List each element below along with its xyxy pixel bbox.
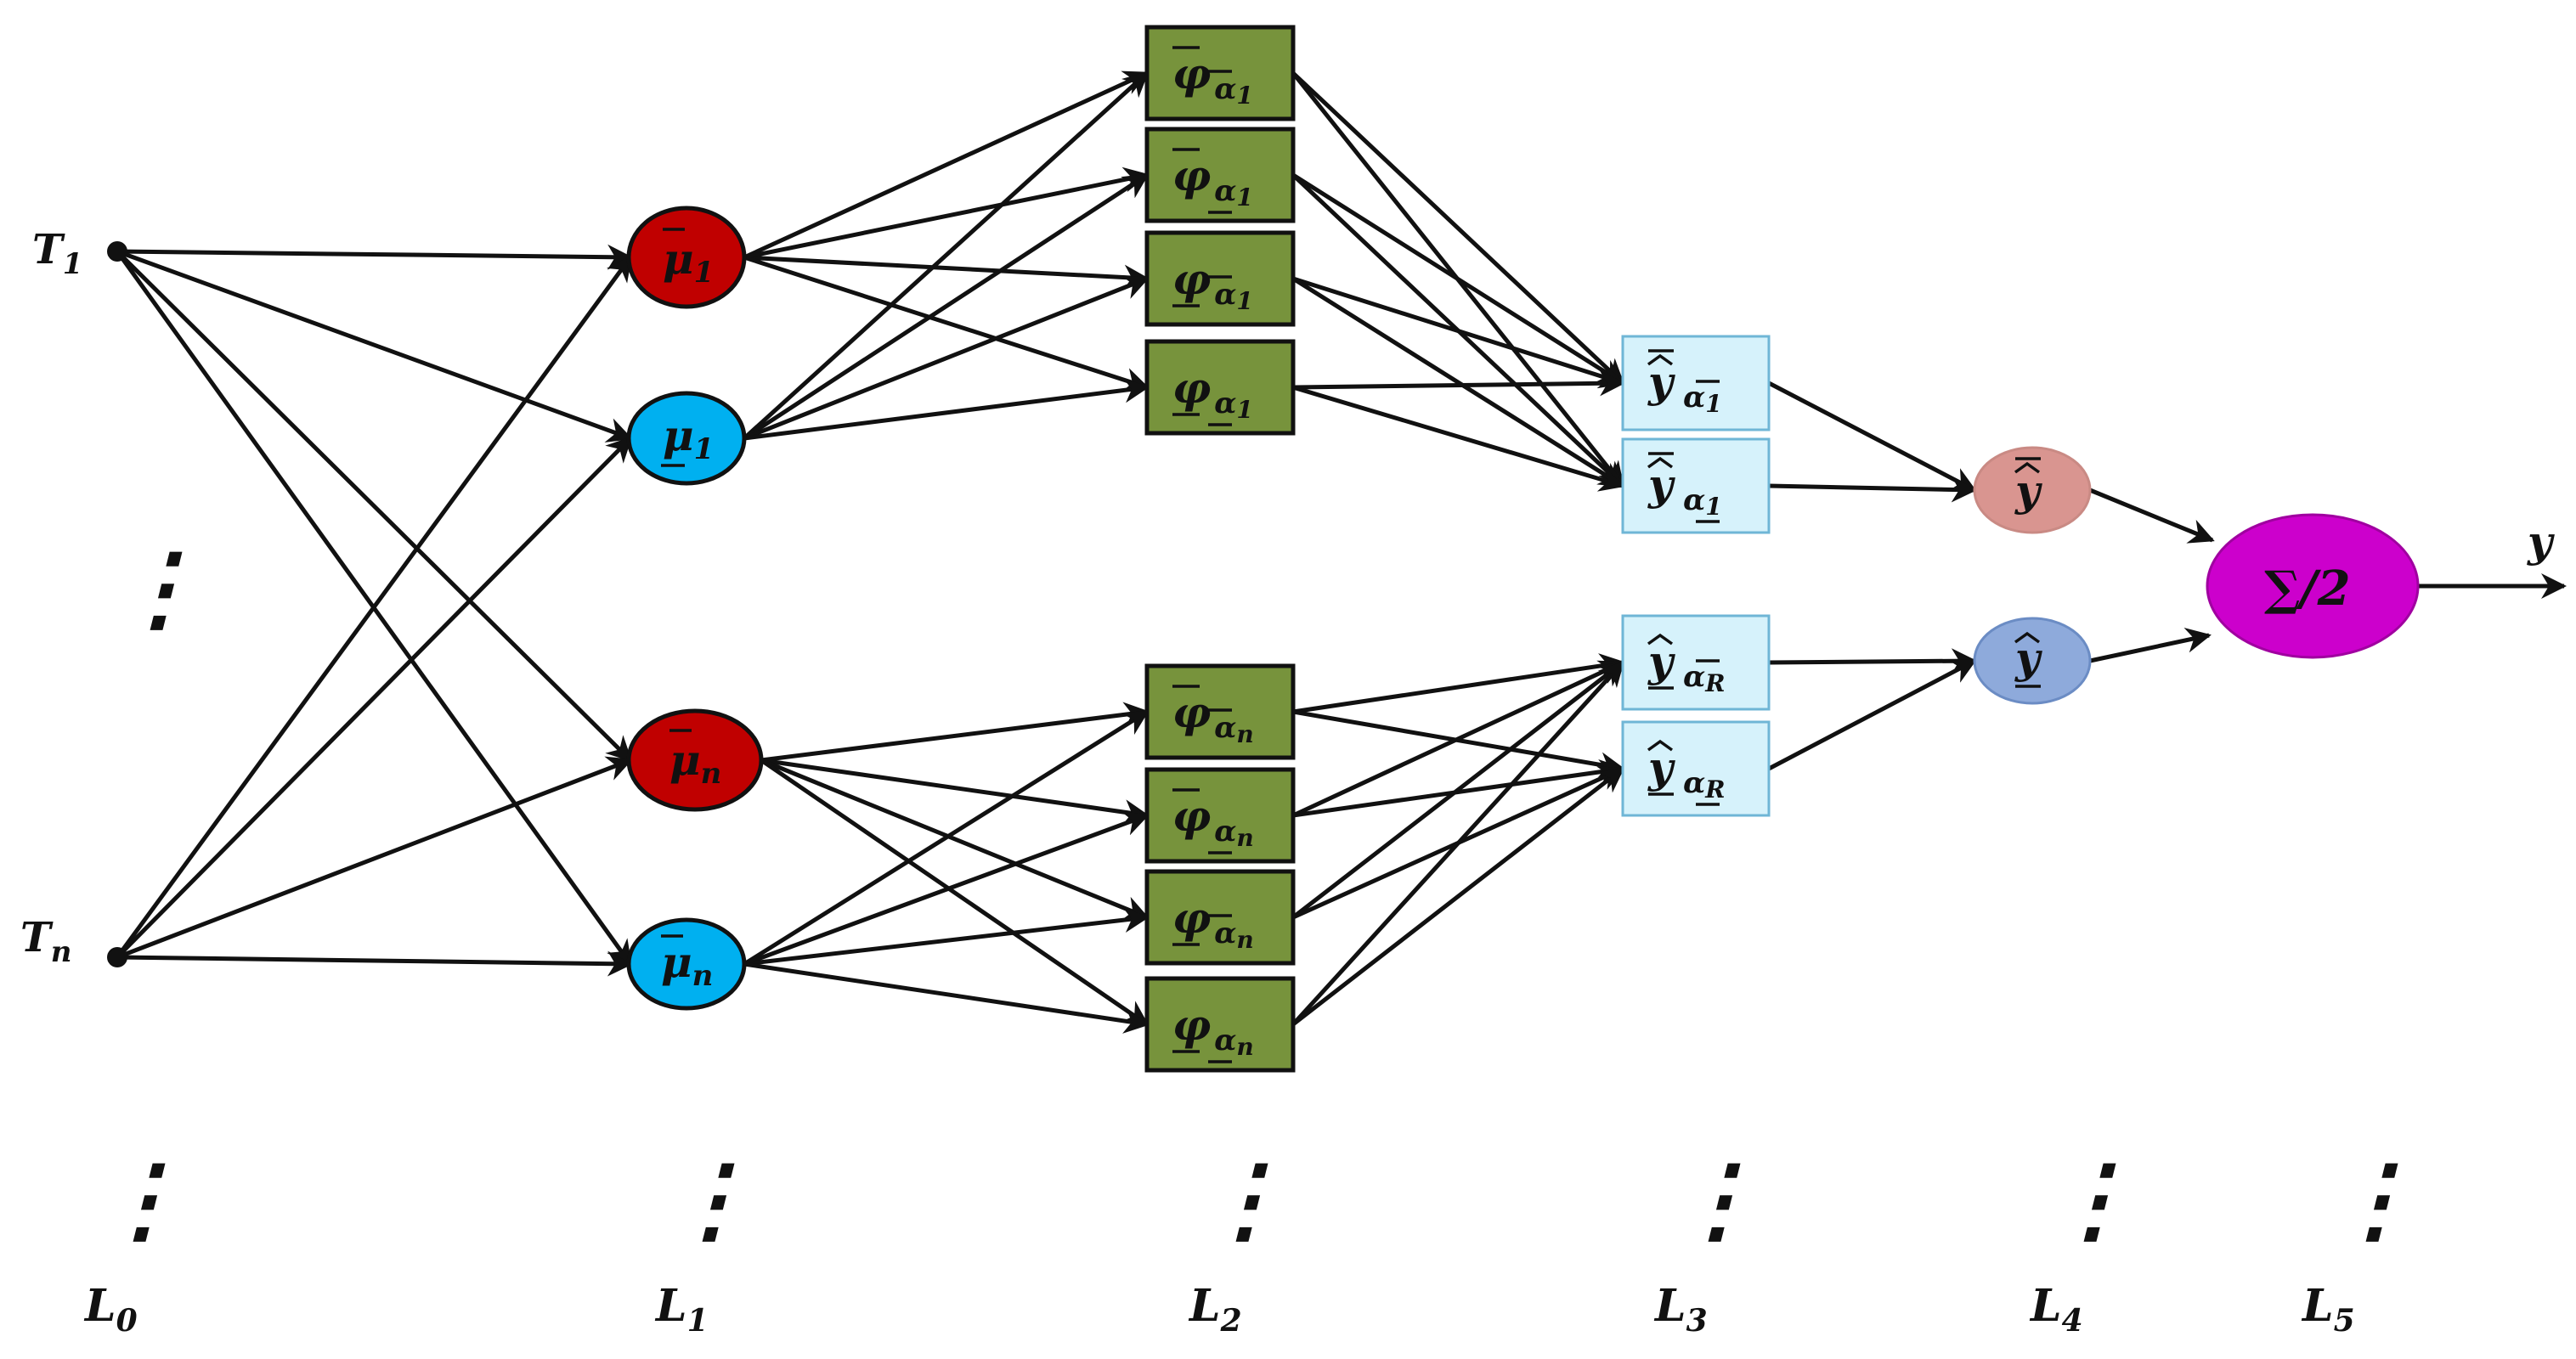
edge [1292,276,1625,389]
edge [743,70,1150,440]
l4-node-lower: y [1973,617,2092,705]
edge [1292,653,1625,714]
edge [2089,627,2212,663]
edge [1291,71,1625,386]
svg-text:μn: μn [669,735,721,791]
l5-sum-node: ∑/2 [2206,513,2420,659]
svg-text:μ1: μ1 [663,234,714,290]
edge [1291,660,1625,1026]
edge [1291,172,1625,386]
edge [743,907,1150,967]
edge [116,950,633,977]
edge [1291,767,1625,1026]
edge [760,702,1150,763]
layer-label-L5: L5 [2301,1280,2355,1339]
edge [116,244,633,270]
edge [1292,385,1625,492]
layer-ellipsis-2: ⋮ [1198,1144,1291,1254]
edge [743,172,1150,441]
input-node-tn: Tn [20,914,127,969]
l4-node-upper: y [1973,446,2092,534]
edge [116,436,633,959]
edge [743,70,1150,260]
edge [1768,648,1977,674]
edge [760,758,1150,826]
edge [760,758,1150,1027]
edge [743,961,1150,1034]
layer-label-L0: L0 [83,1280,138,1339]
layer-label-L1: L1 [654,1280,709,1339]
edge [1292,370,1625,397]
layer-label-L3: L3 [1653,1280,1708,1339]
edge [1767,381,1977,493]
edge [1291,661,1625,919]
edge [116,756,633,960]
svg-text:μ1: μ1 [663,410,714,466]
svg-text:y: y [2014,465,2042,516]
edge [743,255,1150,290]
svg-text:μn: μn [661,937,713,993]
edge [743,811,1150,967]
svg-text:∑/2: ∑/2 [2264,561,2351,617]
svg-text:⋮: ⋮ [112,533,206,642]
input-node-t1: T1 [32,226,127,281]
l1-node-mun-upper: μn [626,708,764,812]
edge [743,377,1150,441]
edge [2089,488,2215,544]
l1-node-mun-lower: μn [626,917,747,1011]
svg-text:T1: T1 [32,226,82,281]
l1-node-mu1-upper: μ1 [626,206,747,309]
edge [116,249,633,443]
layer-ellipsis-5: ⋮ [2328,1144,2421,1254]
layer-ellipsis-3: ⋮ [1670,1144,1764,1254]
edge [760,758,1150,921]
layer-label-L4: L4 [2029,1280,2083,1339]
edge [1767,658,1977,771]
edge [116,250,633,763]
connection-edges [115,70,2567,1034]
layer-label-L2: L2 [1188,1280,1242,1339]
layer-ellipsis-4: ⋮ [2046,1144,2139,1254]
edge [115,255,633,959]
edge [743,255,1150,392]
svg-text:y: y [2527,516,2555,567]
edge [1291,660,1625,818]
svg-text:Tn: Tn [20,914,71,969]
output-label: y [2527,516,2555,567]
edge [743,166,1150,260]
layer-ellipsis-1: ⋮ [664,1144,758,1254]
edge [743,709,1150,967]
l1-node-mu1-lower: μ1 [626,391,747,486]
layer-ellipsis-0: ⋮ [95,1144,189,1254]
edge [1768,476,1977,503]
edge [743,275,1150,441]
edge [1291,276,1625,488]
input-ellipsis: ⋮ [112,533,206,642]
